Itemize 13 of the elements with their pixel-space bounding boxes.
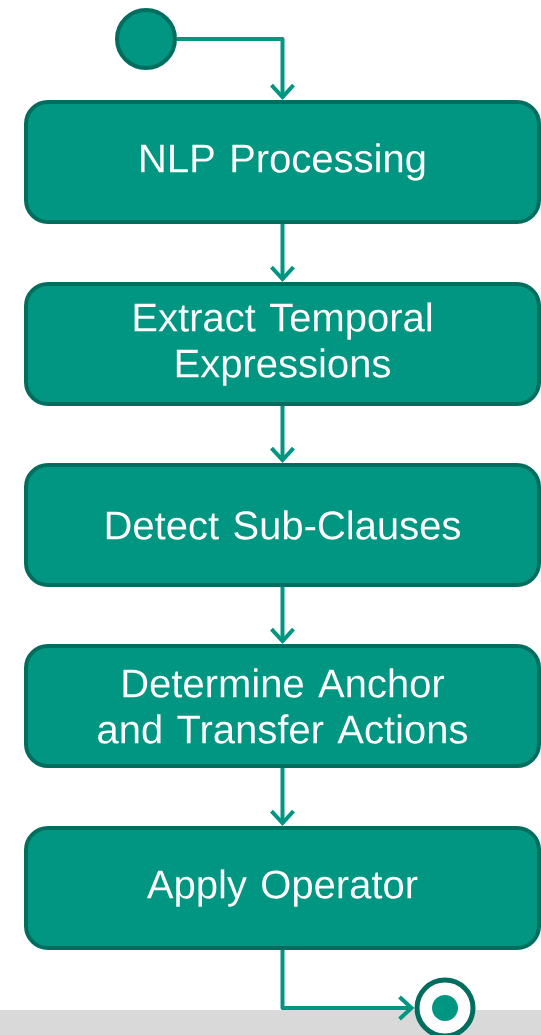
arrow: [270, 406, 295, 463]
action-box: Determine Anchor and Transfer Actions: [24, 644, 541, 768]
start-node: [115, 8, 177, 70]
arrow: [280, 950, 415, 1021]
action-box: Detect Sub-Clauses: [24, 463, 541, 587]
arrow: [270, 224, 295, 282]
action-box: NLP Processing: [24, 100, 541, 224]
end-node: [414, 977, 476, 1035]
action-box: Extract Temporal Expressions: [24, 282, 541, 406]
arrow: [270, 587, 295, 644]
arrow: [177, 37, 295, 100]
arrow: [270, 768, 295, 826]
action-box: Apply Operator: [24, 826, 541, 950]
